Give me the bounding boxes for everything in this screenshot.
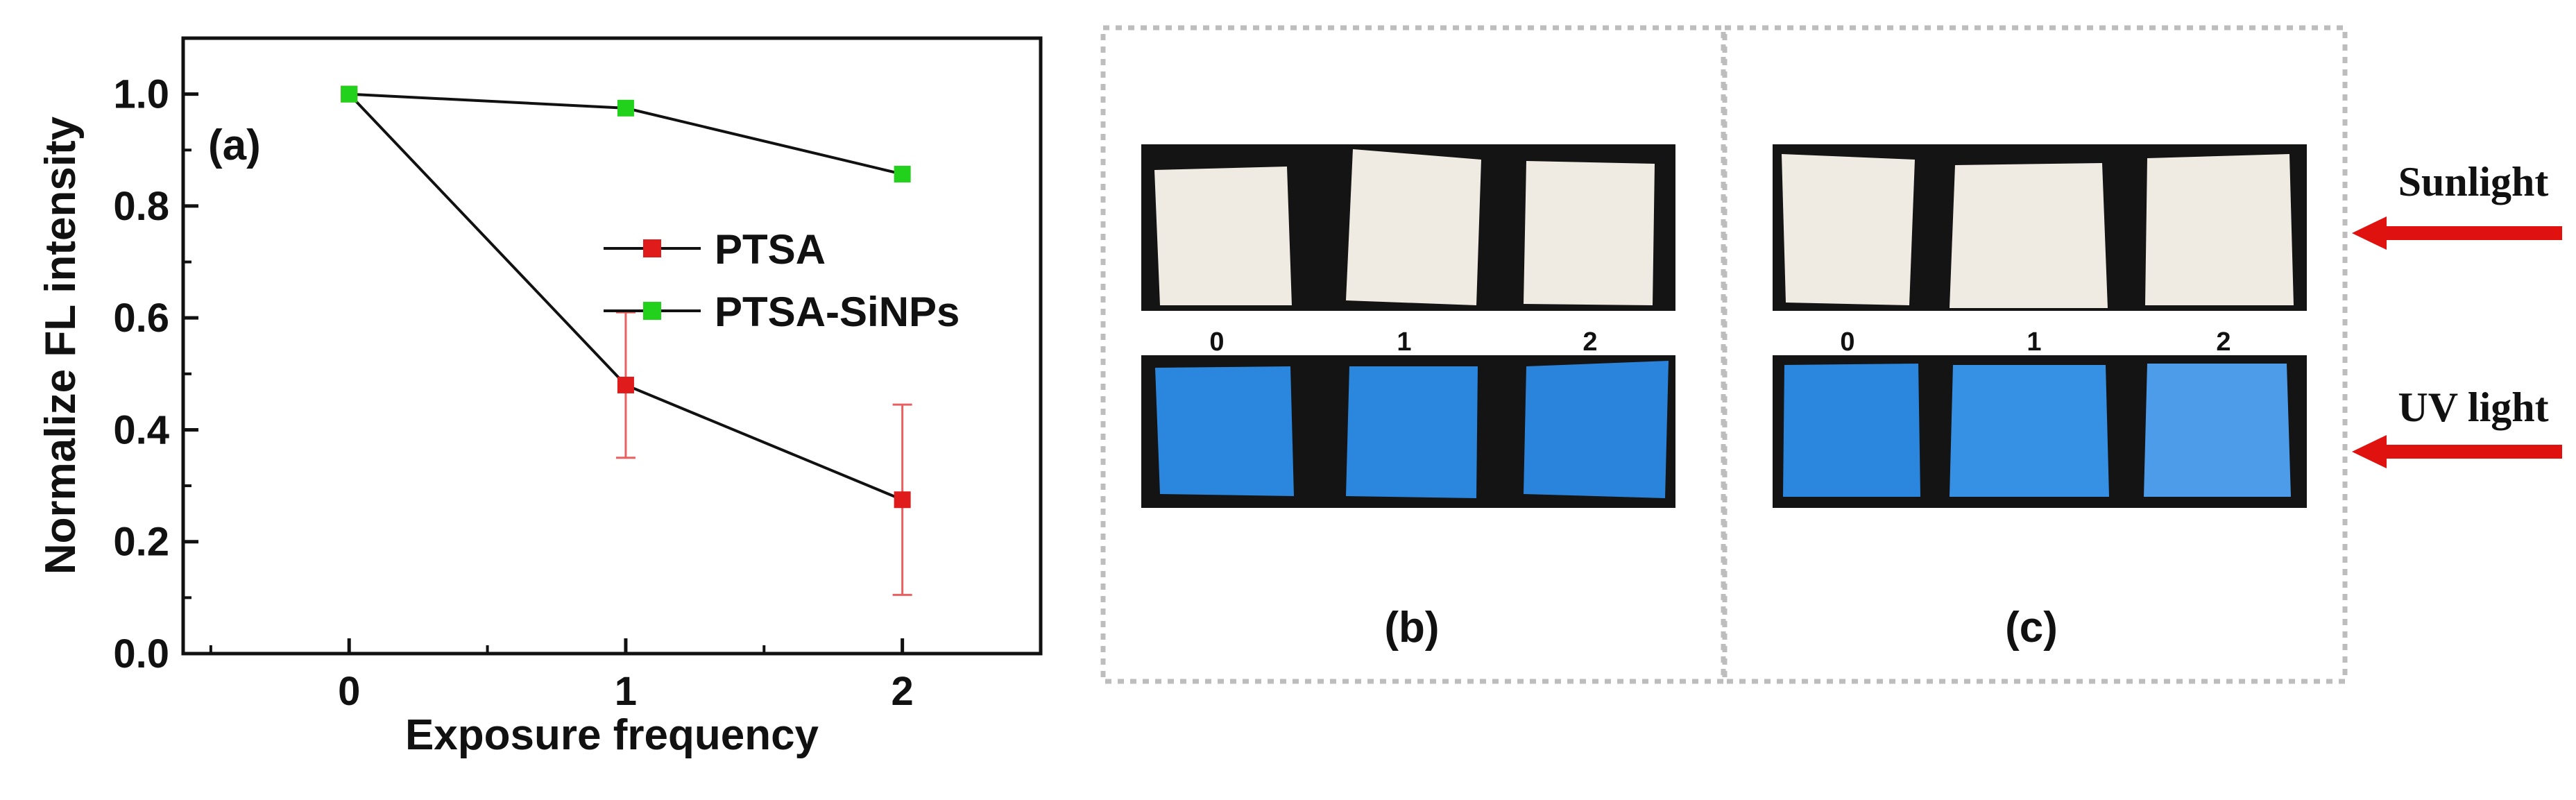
data-point-ptsa-sinps	[341, 85, 358, 103]
panel-c-photos: 0 1 2 (c)	[1773, 144, 2307, 652]
panel-b-sunlight-paper-1	[1346, 149, 1481, 305]
panel-b-number-strip	[1141, 326, 1675, 354]
uv-light-label: UV light	[2398, 384, 2548, 430]
series-layer	[341, 85, 912, 596]
data-point-ptsa	[617, 376, 634, 393]
x-axis-ticks: 0 1 2	[209, 638, 914, 714]
legend-label-ptsa: PTSA	[715, 226, 826, 273]
panel-c-uv-paper-1	[1950, 365, 2109, 497]
uv-arrow-icon	[2352, 435, 2562, 468]
panel-b-frame	[1100, 25, 1726, 684]
x-tick-label: 2	[892, 669, 914, 714]
panel-b-uv-paper-0	[1155, 366, 1294, 496]
plot-area	[181, 36, 1043, 656]
panel-c-sunlight-paper-0	[1782, 154, 1915, 305]
legend: PTSA PTSA-SiNPs	[604, 226, 959, 335]
plot-frame	[181, 36, 1043, 656]
panel-label-a: (a)	[208, 121, 261, 169]
sunlight-label: Sunlight	[2398, 159, 2549, 205]
panel-c-sunlight-paper-1	[1950, 163, 2108, 308]
panel-b-number-0: 0	[1209, 327, 1224, 357]
y-tick-label: 0.6	[113, 296, 169, 341]
panel-c-number-1: 1	[2027, 327, 2041, 357]
panel-c-uv-paper-0	[1783, 364, 1920, 497]
x-axis-label: Exposure frequency	[405, 711, 819, 759]
legend-marker-ptsa	[643, 239, 661, 257]
y-tick-label: 1.0	[113, 72, 169, 117]
x-tick-label: 0	[338, 669, 360, 714]
panel-b-sunlight-paper-2	[1524, 161, 1655, 305]
panel-c-number-strip	[1773, 326, 2307, 354]
y-tick-label: 0.0	[113, 631, 169, 676]
panel-b-photos: 0 1 2 (b)	[1141, 144, 1675, 652]
panel-b-number-1: 1	[1397, 327, 1411, 357]
panel-c-sunlight-paper-2	[2145, 154, 2294, 305]
legend-label-ptsa-sinps: PTSA-SiNPs	[715, 289, 959, 335]
y-axis-label: Normalize FL intensity	[37, 116, 85, 575]
panel-b-uv-paper-1	[1346, 366, 1478, 498]
data-point-ptsa-sinps	[617, 99, 634, 117]
panel-c-label: (c)	[2005, 604, 2058, 652]
sunlight-arrow-icon	[2352, 216, 2562, 250]
panel-b-sunlight-paper-0	[1154, 167, 1292, 305]
panel-c-uv-paper-2	[2144, 364, 2291, 497]
legend-marker-ptsa-sinps	[643, 302, 661, 320]
y-tick-label: 0.4	[113, 407, 169, 452]
panel-c-number-0: 0	[1840, 327, 1854, 357]
panel-b-uv-paper-2	[1524, 361, 1669, 498]
y-tick-label: 0.8	[113, 184, 169, 229]
panel-c-number-2: 2	[2216, 327, 2230, 357]
panel-b-number-2: 2	[1583, 327, 1597, 357]
data-point-ptsa	[894, 491, 911, 509]
y-axis-ticks: 0.0 0.2 0.4 0.6 0.8 1.0	[113, 72, 198, 676]
x-tick-label: 1	[615, 669, 637, 714]
panel-b-label: (b)	[1384, 604, 1439, 652]
data-point-ptsa-sinps	[894, 165, 911, 182]
y-tick-label: 0.2	[113, 520, 169, 565]
